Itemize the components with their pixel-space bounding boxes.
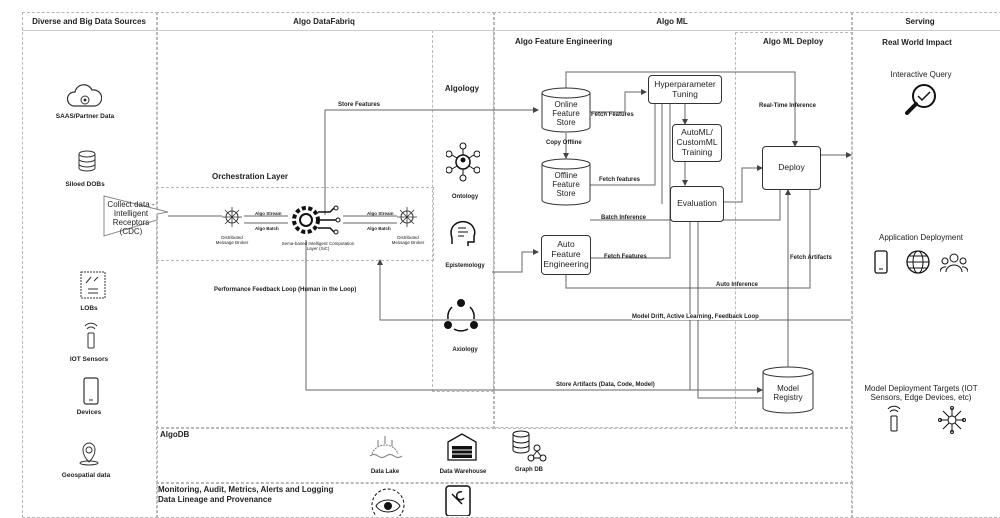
orchestration-title: Orchestration Layer <box>212 172 289 181</box>
hyperparameter-box: Hyperparameter Tuning <box>648 75 722 104</box>
data-lake-label: Data Lake <box>370 469 400 475</box>
automl-box: AutoML/ CustomML Training <box>672 124 722 162</box>
broker-left-label: Distributed Message Broker <box>215 235 249 245</box>
targets-label: Model Deployment Targets (IOT Sensors, E… <box>864 384 978 402</box>
phone-icon <box>82 377 100 405</box>
registry-cylinder <box>762 366 814 414</box>
collect-data-label: Collect data - Intelligent Receptors (CD… <box>102 200 160 237</box>
devices-label: Devices <box>76 409 102 416</box>
graph-db-icon <box>511 430 547 462</box>
feature-eng-title: Algo Feature Engineering <box>515 37 613 46</box>
fetch-features-2: Fetch features <box>599 177 641 183</box>
eye-icon <box>369 486 407 516</box>
fetch-features-1: Fetch Features <box>591 112 634 118</box>
mobile-icon <box>873 250 889 274</box>
deploy-subframe <box>735 32 853 429</box>
ontology-label: Ontology <box>451 194 479 200</box>
engine-label: Sema-based Intelligent Computation Layer… <box>281 241 355 251</box>
iot-sensor-icon <box>82 320 100 350</box>
batch-inference-label: Batch Inference <box>601 215 647 221</box>
hyperparameter-label: Hyperparameter Tuning <box>654 78 716 99</box>
perf-loop-label: Performance Feedback Loop (Human in the … <box>214 287 357 293</box>
broker-left-icon <box>222 207 242 227</box>
algo-stream-left: Algo Stream <box>255 211 282 216</box>
saas-label: SAAS/Partner Data <box>55 113 115 120</box>
query-label: Interactive Query <box>890 70 952 79</box>
algodb-title: AlgoDB <box>160 430 190 439</box>
algodb-frame <box>156 427 853 484</box>
automl-label: AutoML/ CustomML Training <box>676 127 718 157</box>
warehouse-icon <box>446 432 478 462</box>
broker-right-label: Distributed Message Broker <box>391 235 425 245</box>
axiology-cycle-icon <box>442 297 480 333</box>
search-icon <box>904 82 938 116</box>
lob-icon <box>80 271 106 299</box>
compute-engine-icon <box>286 202 344 238</box>
database-icon <box>77 150 97 172</box>
copy-offline-label: Copy Offline <box>546 140 582 146</box>
drift-label: Model Drift, Active Learning, Feedback L… <box>632 314 759 320</box>
online-store-label: Online Feature Store <box>552 100 580 127</box>
users-icon <box>940 252 968 274</box>
realtime-label: Real-Time Inference <box>759 103 816 109</box>
settings-doc-icon <box>444 484 472 516</box>
iot-label: IOT Sensors <box>69 356 109 363</box>
broker-right-icon <box>397 207 417 227</box>
graph-db-label: Graph DB <box>514 467 544 473</box>
brain-icon <box>448 218 478 250</box>
siloed-label: Siloed DOBs <box>65 181 105 188</box>
axiology-label: Axiology <box>452 347 478 353</box>
auto-inference-label: Auto Inference <box>716 282 759 288</box>
fetch-features-3: Fetch Features <box>604 254 647 260</box>
algology-title: Algology <box>444 84 480 93</box>
deploy-title: Algo ML Deploy <box>763 37 824 46</box>
online-store-cylinder <box>541 87 591 133</box>
algo-batch-right: Algo Batch <box>367 226 391 231</box>
epistemology-label: Epistemology <box>445 263 485 269</box>
sources-title: Diverse and Big Data Sources <box>32 17 146 26</box>
header-divider <box>22 30 1000 31</box>
serving-title: Serving <box>905 17 935 26</box>
ontology-network-icon <box>446 142 480 182</box>
warehouse-label: Data Warehouse <box>439 469 487 475</box>
auto-fe-label: Auto Feature Engineering <box>543 239 589 269</box>
app-deploy-label: Application Deployment <box>878 233 964 242</box>
globe-icon <box>905 249 931 275</box>
fetch-artifacts-label: Fetch Artifacts <box>790 255 832 261</box>
evaluation-label: Evaluation <box>677 198 717 209</box>
store-artifacts-label: Store Artifacts (Data, Code, Model) <box>556 382 655 388</box>
edge-network-icon <box>938 406 966 434</box>
deploy-label: Deploy <box>778 162 805 173</box>
cloud-gear-icon <box>66 82 102 110</box>
data-lake-icon <box>368 432 402 462</box>
lobs-label: LOBs <box>80 305 98 312</box>
monitoring-line1: Monitoring, Audit, Metrics, Alerts and L… <box>158 485 334 494</box>
algo-batch-left: Algo Batch <box>255 226 279 231</box>
collect-data-text: Collect data - Intelligent Receptors (CD… <box>107 199 155 237</box>
datafabriq-title: Algo DataFabriq <box>293 17 355 26</box>
evaluation-box: Evaluation <box>670 186 724 222</box>
orchestration-frame <box>156 187 434 261</box>
geo-label: Geospatial data <box>61 472 111 479</box>
offline-store-cylinder <box>541 158 591 206</box>
registry-label: Model Registry <box>773 384 803 402</box>
offline-store-label: Offline Feature Store <box>552 171 580 198</box>
deploy-box: Deploy <box>762 146 821 190</box>
monitoring-line2: Data Lineage and Provenance <box>158 495 272 504</box>
ml-title: Algo ML <box>656 17 688 26</box>
algo-stream-right: Algo Stream <box>367 211 394 216</box>
map-pin-icon <box>76 440 102 466</box>
auto-fe-box: Auto Feature Engineering <box>541 235 591 275</box>
store-features-label: Store Features <box>338 102 381 108</box>
impact-title: Real World Impact <box>882 38 952 47</box>
iot-target-icon <box>885 403 903 433</box>
